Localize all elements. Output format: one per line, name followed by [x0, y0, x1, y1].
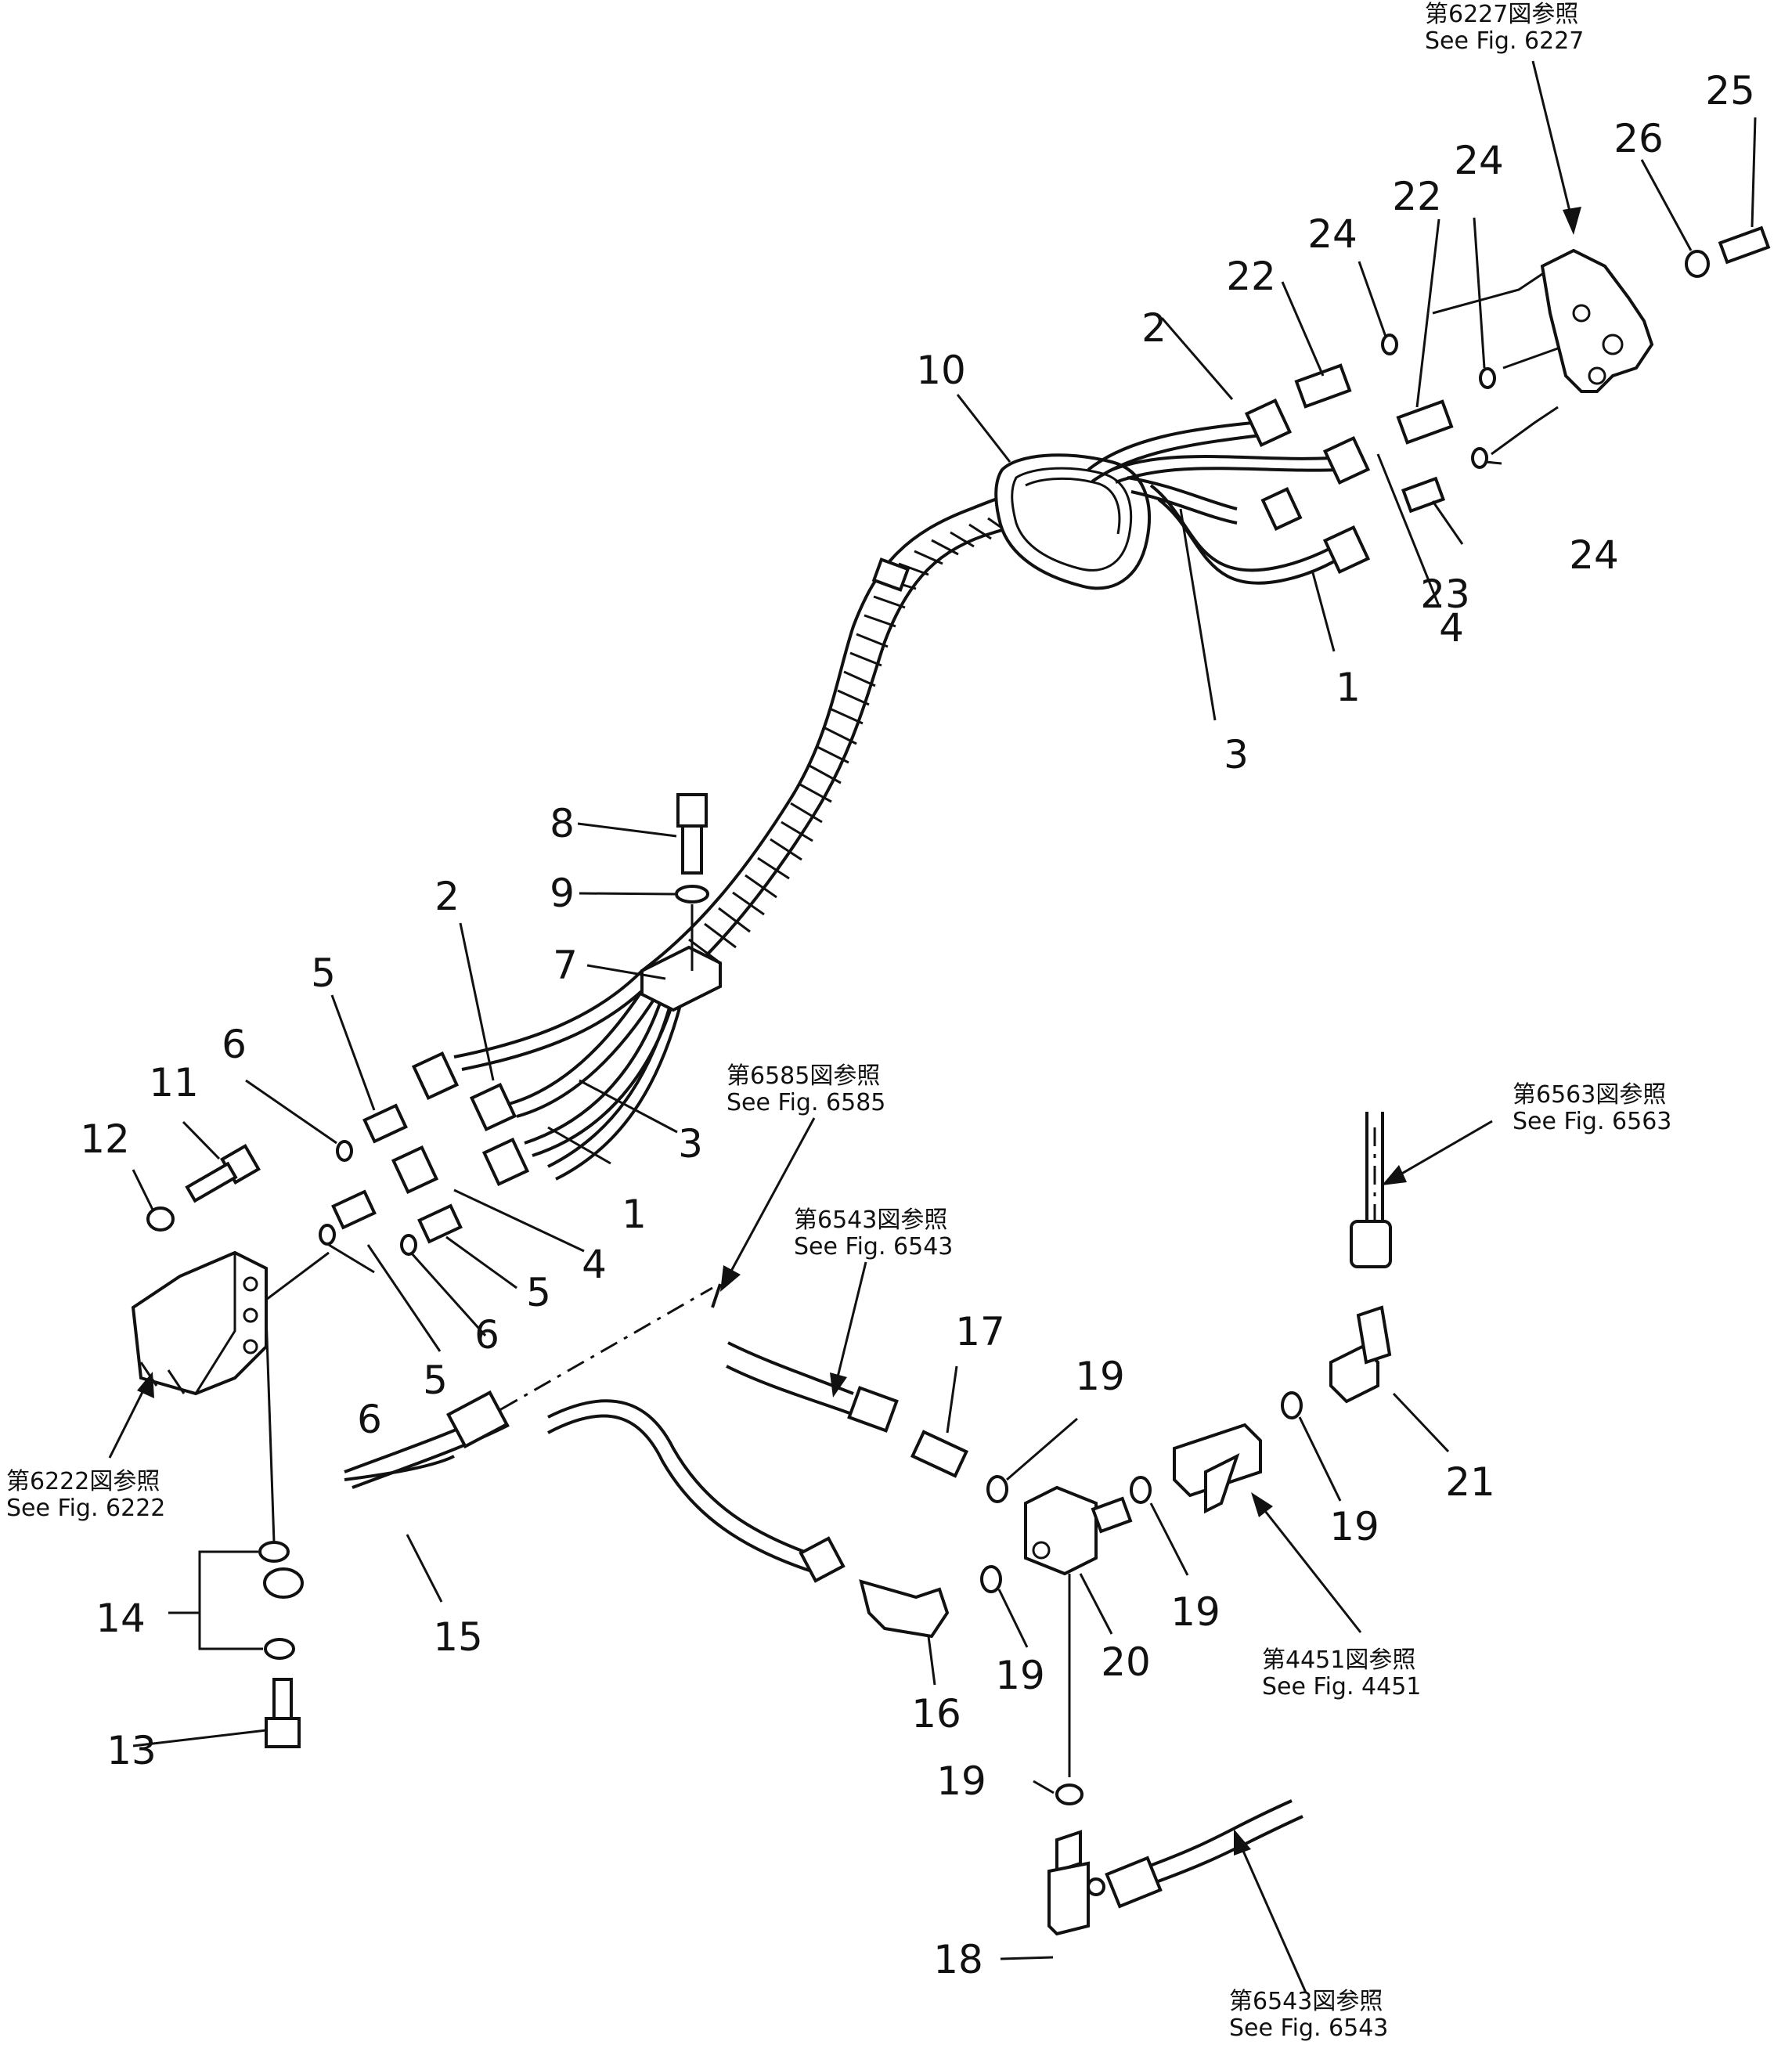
fittings-left	[319, 1103, 463, 1256]
hose-part-15	[263, 1283, 846, 1599]
oring-part-19-d	[1281, 1391, 1303, 1419]
bolt-part-8	[676, 793, 708, 875]
callout-15: 15	[433, 1614, 483, 1660]
callout-24: 24	[1569, 532, 1619, 578]
callout-6: 6	[474, 1312, 499, 1358]
leader-lines	[132, 117, 1757, 1960]
reference-arrows	[108, 60, 1581, 1993]
callout-labels: 1 1 2 2 3 3 4 4 5 5 5 6 6 6 7 8 9 10 11 …	[80, 68, 1755, 1982]
fittings-upper	[1294, 225, 1771, 514]
callout-24: 24	[1307, 211, 1358, 257]
callout-16: 16	[911, 1691, 961, 1737]
callout-14: 14	[96, 1596, 146, 1641]
oring-part-19-e	[1055, 1784, 1083, 1805]
oring-part-19-b	[980, 1565, 1002, 1593]
elbow-part-21	[1329, 1305, 1392, 1404]
grommet-part-10	[994, 453, 1151, 590]
callout-18: 18	[933, 1937, 983, 1982]
callout-11: 11	[149, 1060, 199, 1105]
oring-part-14-upper	[258, 1541, 290, 1563]
ref-6543-lower-jp: 第6543図参照	[1229, 1988, 1383, 2015]
hose-bundle	[640, 398, 1371, 988]
callout-24: 24	[1454, 138, 1504, 183]
ref-6543-jp: 第6543図参照	[794, 1206, 947, 1234]
callout-10: 10	[916, 348, 966, 393]
callout-13: 13	[106, 1728, 157, 1773]
washer-part-9	[675, 885, 709, 903]
ref-6585-jp: 第6585図参照	[727, 1062, 880, 1090]
callout-25: 25	[1705, 68, 1755, 114]
callout-17: 17	[955, 1309, 1005, 1354]
ref-6227-jp: 第6227図参照	[1425, 1, 1578, 28]
callout-8: 8	[550, 801, 575, 846]
callout-3: 3	[1224, 732, 1249, 777]
callout-19: 19	[995, 1653, 1045, 1698]
callout-5: 5	[311, 950, 336, 996]
callout-19: 19	[1075, 1354, 1125, 1399]
ref-4451-jp: 第4451図参照	[1262, 1646, 1415, 1674]
callout-1: 1	[622, 1192, 647, 1237]
callout-19: 19	[1170, 1589, 1221, 1635]
ref-6222-en: See Fig. 6222	[6, 1495, 165, 1522]
callout-12: 12	[80, 1116, 130, 1162]
callout-19: 19	[936, 1758, 986, 1804]
ref-6585-en: See Fig. 6585	[727, 1089, 885, 1116]
callout-5: 5	[423, 1358, 448, 1403]
callout-4: 4	[1439, 605, 1464, 651]
fitting-part-18	[1047, 1830, 1105, 1936]
callout-3: 3	[678, 1121, 703, 1167]
pipe-6543-upper	[726, 1341, 899, 1433]
callout-21: 21	[1445, 1459, 1495, 1505]
callout-22: 22	[1226, 254, 1276, 299]
elbow-part-16	[859, 1579, 950, 1639]
oring-part-19-a	[986, 1475, 1008, 1503]
callout-9: 9	[550, 871, 575, 916]
washer-part-12	[146, 1206, 175, 1232]
oring-part-14-lower	[264, 1638, 295, 1660]
ref-6563-en: See Fig. 6563	[1513, 1108, 1671, 1135]
ref-4451-en: See Fig. 4451	[1262, 1673, 1421, 1701]
pipe-6563	[1350, 1112, 1392, 1268]
right-valve-block	[1540, 248, 1654, 393]
callout-7: 7	[553, 943, 578, 988]
callout-5: 5	[526, 1270, 551, 1315]
ref-6543-en: See Fig. 6543	[794, 1233, 953, 1261]
callout-4: 4	[582, 1242, 607, 1287]
ref-6222-jp: 第6222図参照	[6, 1468, 160, 1495]
bolt-part-11	[185, 1144, 261, 1203]
reference-notes: 第6227図参照 See Fig. 6227 第6585図参照 See Fig.…	[6, 1, 1671, 2042]
callout-6: 6	[222, 1022, 247, 1067]
lower-hose-branches	[391, 945, 722, 1195]
callout-1: 1	[1336, 665, 1361, 710]
callout-2: 2	[434, 874, 460, 919]
callout-19: 19	[1329, 1504, 1379, 1549]
ref-6563-jp: 第6563図参照	[1513, 1081, 1666, 1109]
oring-part-19-c	[1130, 1476, 1152, 1504]
pipe-6543-lower	[1105, 1799, 1303, 1909]
ref-6543-lower-en: See Fig. 6543	[1229, 2014, 1388, 2042]
ref-6227-en: See Fig. 6227	[1425, 27, 1584, 55]
callout-2: 2	[1141, 305, 1166, 351]
callout-20: 20	[1101, 1639, 1151, 1685]
callout-23: 23	[1420, 572, 1470, 617]
valve-part-4451	[1173, 1423, 1262, 1514]
bolt-part-13	[265, 1678, 301, 1748]
block-part-20	[1024, 1485, 1133, 1576]
callout-6: 6	[357, 1397, 382, 1442]
callout-22: 22	[1392, 174, 1442, 219]
callout-26: 26	[1614, 116, 1664, 161]
left-valve-block	[131, 1250, 330, 1396]
fitting-part-17	[910, 1430, 969, 1478]
